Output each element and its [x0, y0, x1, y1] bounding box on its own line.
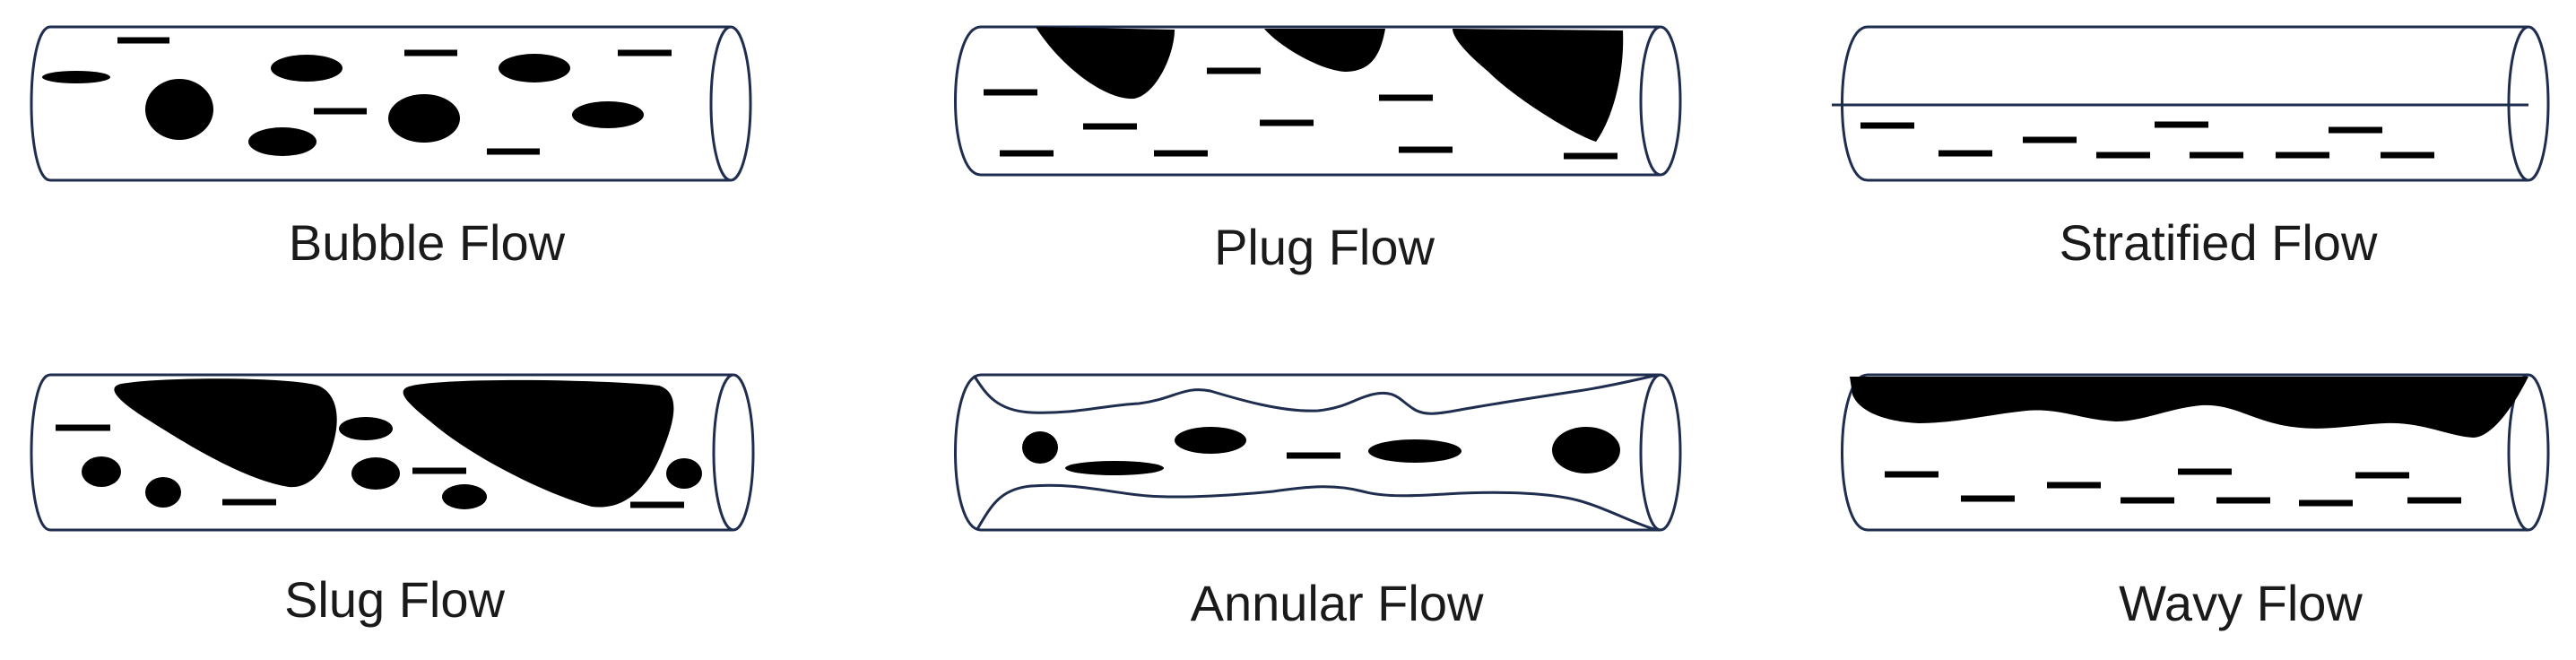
plug-flow-label: Plug Flow	[1214, 219, 1435, 275]
annular-flow-panel: Annular Flow	[954, 373, 1682, 631]
stratified-flow-panel: Stratified Flow	[1832, 25, 2550, 271]
plug-flow-gas-plugs	[1036, 27, 1624, 142]
plug-flow-panel: Plug Flow	[954, 25, 1682, 275]
slug-flow-label: Slug Flow	[284, 571, 505, 628]
annular-flow-label: Annular Flow	[1191, 575, 1484, 631]
annular-flow-droplets	[1022, 427, 1620, 475]
wavy-flow-label: Wavy Flow	[2119, 575, 2363, 631]
gas-bubble	[145, 477, 181, 508]
gas-bubble	[666, 458, 702, 489]
gas-bubble	[388, 94, 460, 143]
wavy-flow-panel: Wavy Flow	[1841, 373, 2550, 631]
gas-bubble	[442, 484, 487, 509]
gas-plug	[1264, 29, 1385, 72]
gas-bubble	[351, 457, 400, 490]
gas-bubble	[145, 79, 213, 140]
liquid-droplet	[1175, 427, 1246, 454]
wavy-flow-liquid-dashes	[1885, 468, 2461, 507]
gas-plug	[1453, 29, 1624, 142]
stratified-flow-label: Stratified Flow	[2060, 214, 2378, 271]
gas-slug	[114, 378, 337, 488]
bubble-flow-pipe	[30, 25, 752, 182]
gas-bubble	[271, 55, 343, 82]
slug-flow-gas	[82, 378, 702, 509]
annular-flow-pipe	[954, 373, 1682, 532]
plug-flow-pipe	[954, 25, 1682, 177]
liquid-droplet	[1552, 427, 1620, 473]
gas-bubble	[248, 127, 317, 156]
gas-plug	[1036, 27, 1175, 100]
gas-bubble	[572, 101, 644, 128]
upper-liquid-film	[973, 373, 1660, 415]
gas-bubble	[42, 71, 110, 83]
wavy-gas-region	[1850, 377, 2528, 438]
gas-slug	[403, 379, 674, 508]
annular-film-boundaries	[973, 373, 1660, 532]
wavy-flow-pipe	[1841, 373, 2550, 532]
bubble-flow-label: Bubble Flow	[289, 214, 566, 271]
plug-flow-liquid-dashes	[984, 67, 1618, 160]
slug-flow-pipe	[30, 373, 755, 532]
liquid-droplet	[1022, 431, 1058, 464]
bubble-flow-liquid-dashes	[117, 37, 672, 155]
slug-flow-liquid-dashes	[56, 424, 684, 508]
stratified-flow-liquid-dashes	[1860, 121, 2434, 159]
liquid-droplet	[1065, 461, 1164, 475]
bubble-flow-bubbles	[42, 54, 644, 156]
gas-bubble	[82, 456, 121, 487]
bubble-flow-panel: Bubble Flow	[30, 25, 752, 271]
gas-bubble	[339, 417, 393, 440]
slug-flow-panel: Slug Flow	[30, 373, 755, 628]
gas-bubble	[499, 54, 570, 82]
liquid-droplet	[1368, 439, 1461, 463]
lower-liquid-film	[976, 483, 1658, 532]
